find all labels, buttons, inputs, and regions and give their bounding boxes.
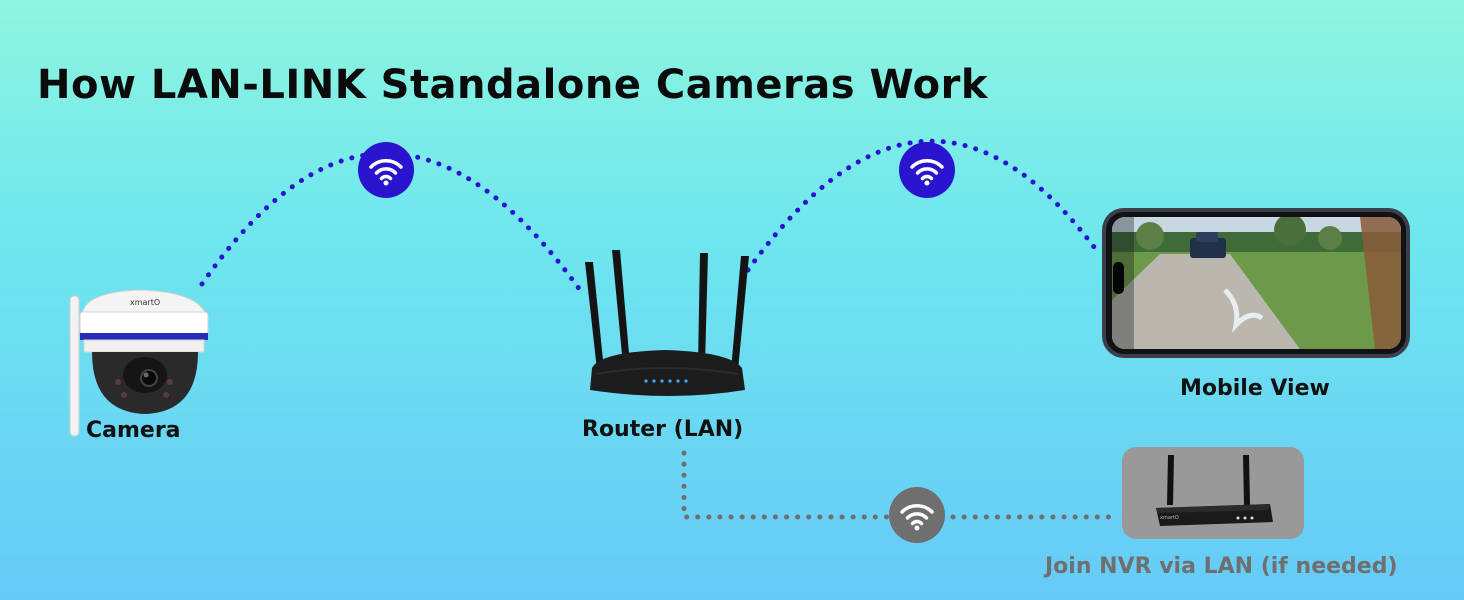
router-nvr-lan-link [681, 450, 1121, 520]
camera-device: xmartO [69, 289, 209, 437]
wifi-icon [358, 142, 414, 198]
nvr-brand-logo: xmartO [1160, 515, 1179, 521]
mobile-view-label: Mobile View [1180, 376, 1330, 401]
nvr-device: xmartO [1122, 447, 1304, 539]
camera-label: Camera [86, 418, 181, 443]
camera-brand-logo: xmartO [130, 298, 160, 307]
diagram-title: How LAN-LINK Standalone Cameras Work [37, 62, 988, 108]
mobile-phone [1102, 208, 1410, 358]
nvr-label: Join NVR via LAN (if needed) [1045, 554, 1398, 579]
router-label: Router (LAN) [582, 417, 744, 442]
wifi-icon [899, 142, 955, 198]
router-device [585, 250, 749, 396]
router-mobile-wifi-link [745, 138, 1103, 273]
wifi-icon [889, 487, 945, 543]
